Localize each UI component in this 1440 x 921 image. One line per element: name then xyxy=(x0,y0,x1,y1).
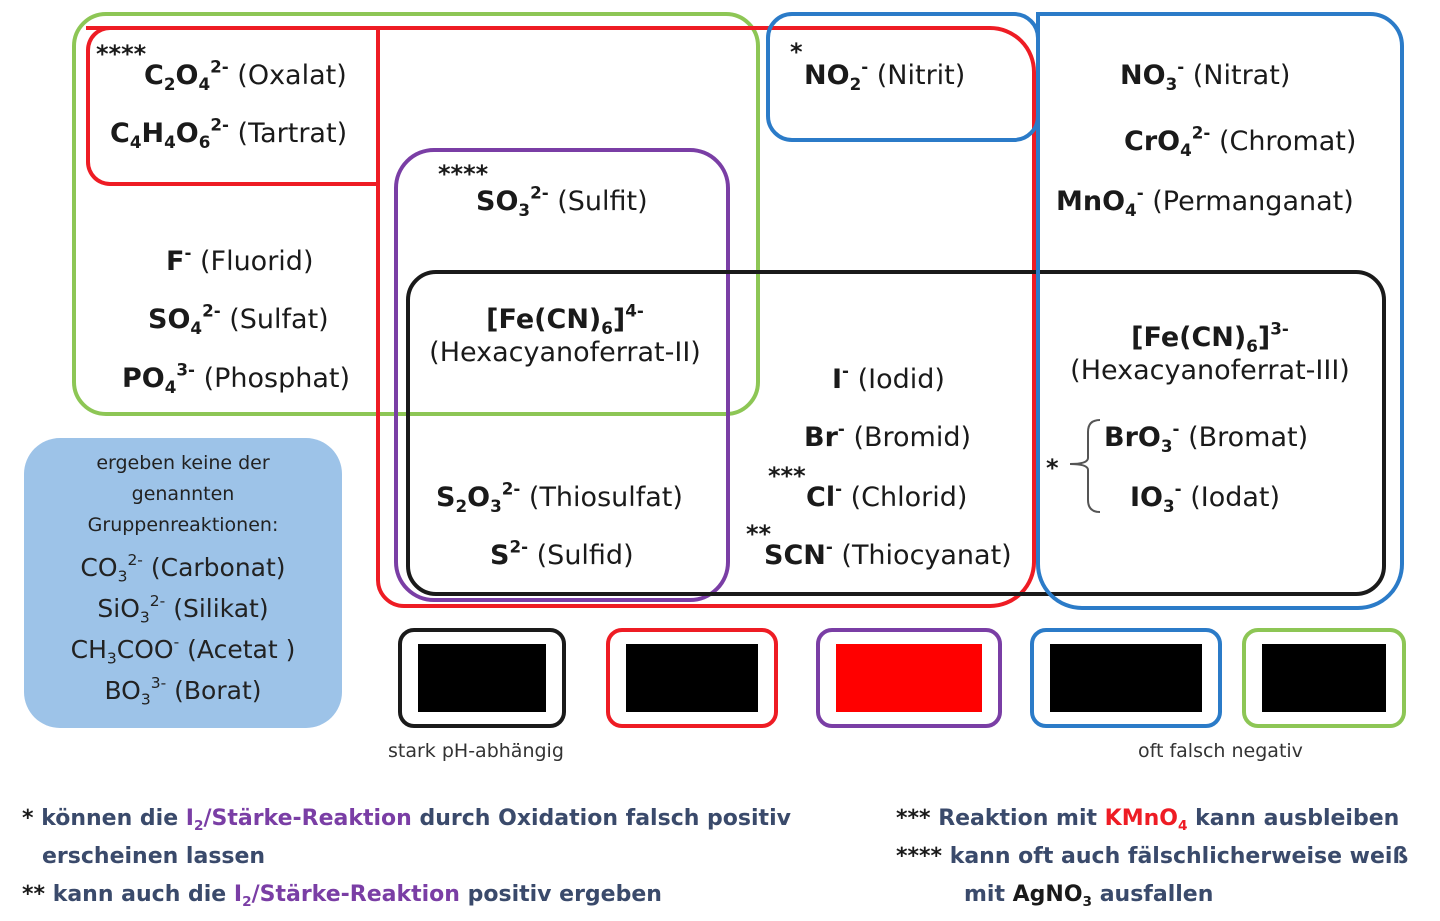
legend-box-red xyxy=(606,628,778,728)
ion-permanganat: MnO4- (Permanganat) xyxy=(1056,182,1354,220)
ion-sulfat: SO42- (Sulfat) xyxy=(148,300,329,338)
footnote-1-line-2: erscheinen lassen xyxy=(42,844,266,869)
ion-bromat: BrO3- (Bromat) xyxy=(1104,418,1309,456)
star-oxalat: **** xyxy=(96,40,147,68)
group-frame-purple xyxy=(394,148,730,602)
ion-carbonat: CO32- (Carbonat) xyxy=(80,551,286,586)
legend-swatch-blue xyxy=(1050,644,1202,712)
no-reaction-box: ergeben keine der genannten Gruppenreakt… xyxy=(24,438,342,728)
ion-hexacyanoferrat-iii: [Fe(CN)6]3- (Hexacyanoferrat-III) xyxy=(1070,318,1350,386)
ion-silikat: SiO32- (Silikat) xyxy=(97,592,269,627)
bracket-icon xyxy=(1069,419,1101,513)
legend-box-black xyxy=(398,628,566,728)
legend-box-blue xyxy=(1030,628,1222,728)
star-thiocyanat: ** xyxy=(746,520,772,548)
footnote-2: ** kann auch die I2/Stärke-Reaktion posi… xyxy=(22,882,662,910)
legend-swatch-black xyxy=(418,644,546,712)
ion-thiocyanat: SCN- (Thiocyanat) xyxy=(764,536,1012,571)
ion-hexacyanoferrat-ii: [Fe(CN)6]4- (Hexacyanoferrat-II) xyxy=(429,300,701,368)
ion-acetat: CH3COO- (Acetat ) xyxy=(70,633,296,668)
ion-fluorid: F- (Fluorid) xyxy=(166,242,314,277)
group-frame-black xyxy=(406,270,1386,596)
ion-bromid: Br- (Bromid) xyxy=(804,418,972,453)
star-nitrit: * xyxy=(790,38,803,66)
footnote-3: *** Reaktion mit KMnO4 kann ausbleiben xyxy=(896,806,1400,834)
ion-sulfid: S2- (Sulfid) xyxy=(490,536,634,571)
ion-thiosulfat: S2O32- (Thiosulfat) xyxy=(436,478,683,516)
ion-iodid: I- (Iodid) xyxy=(832,360,945,395)
ion-chromat: CrO42- (Chromat) xyxy=(1124,122,1357,160)
group-frame-blue xyxy=(1036,12,1404,610)
legend-note-ph: stark pH-abhängig xyxy=(388,740,564,762)
legend-box-purple xyxy=(816,628,1002,728)
footnote-4-line-2: mit AgNO3 ausfallen xyxy=(964,882,1214,910)
no-reaction-heading-3: Gruppenreaktionen: xyxy=(87,514,279,536)
group-frame-red-connector xyxy=(86,26,386,30)
legend-swatch-red xyxy=(626,644,758,712)
group-frame-red xyxy=(376,26,1036,608)
star-chlorid: *** xyxy=(768,462,806,490)
ion-phosphat: PO43- (Phosphat) xyxy=(122,359,351,397)
ion-oxalat: C2O42- (Oxalat) xyxy=(144,56,347,94)
ion-sulfit: SO32- (Sulfit) xyxy=(476,182,648,220)
legend-swatch-purple xyxy=(836,644,982,712)
ion-tartrat: C4H4O62- (Tartrat) xyxy=(110,114,348,152)
ion-chlorid: Cl- (Chlorid) xyxy=(806,478,968,513)
ion-nitrit: NO2- (Nitrit) xyxy=(804,56,966,94)
star-bromat-iodat: * xyxy=(1046,454,1059,482)
footnote-1: * können die I2/Stärke-Reaktion durch Ox… xyxy=(22,806,791,834)
no-reaction-heading-1: ergeben keine der xyxy=(96,452,270,474)
group-frame-green xyxy=(72,12,760,416)
legend-swatch-green xyxy=(1262,644,1386,712)
no-reaction-heading-2: genannten xyxy=(131,483,235,505)
star-sulfit: **** xyxy=(438,160,489,188)
legend-box-green xyxy=(1242,628,1406,728)
ion-iodat: IO3- (Iodat) xyxy=(1130,478,1281,516)
legend-note-false-negative: oft falsch negativ xyxy=(1138,740,1303,762)
ion-borat: BO33- (Borat) xyxy=(104,674,262,709)
ion-nitrat: NO3- (Nitrat) xyxy=(1120,56,1291,94)
footnote-4: **** kann oft auch fälschlicherweise wei… xyxy=(896,844,1409,869)
